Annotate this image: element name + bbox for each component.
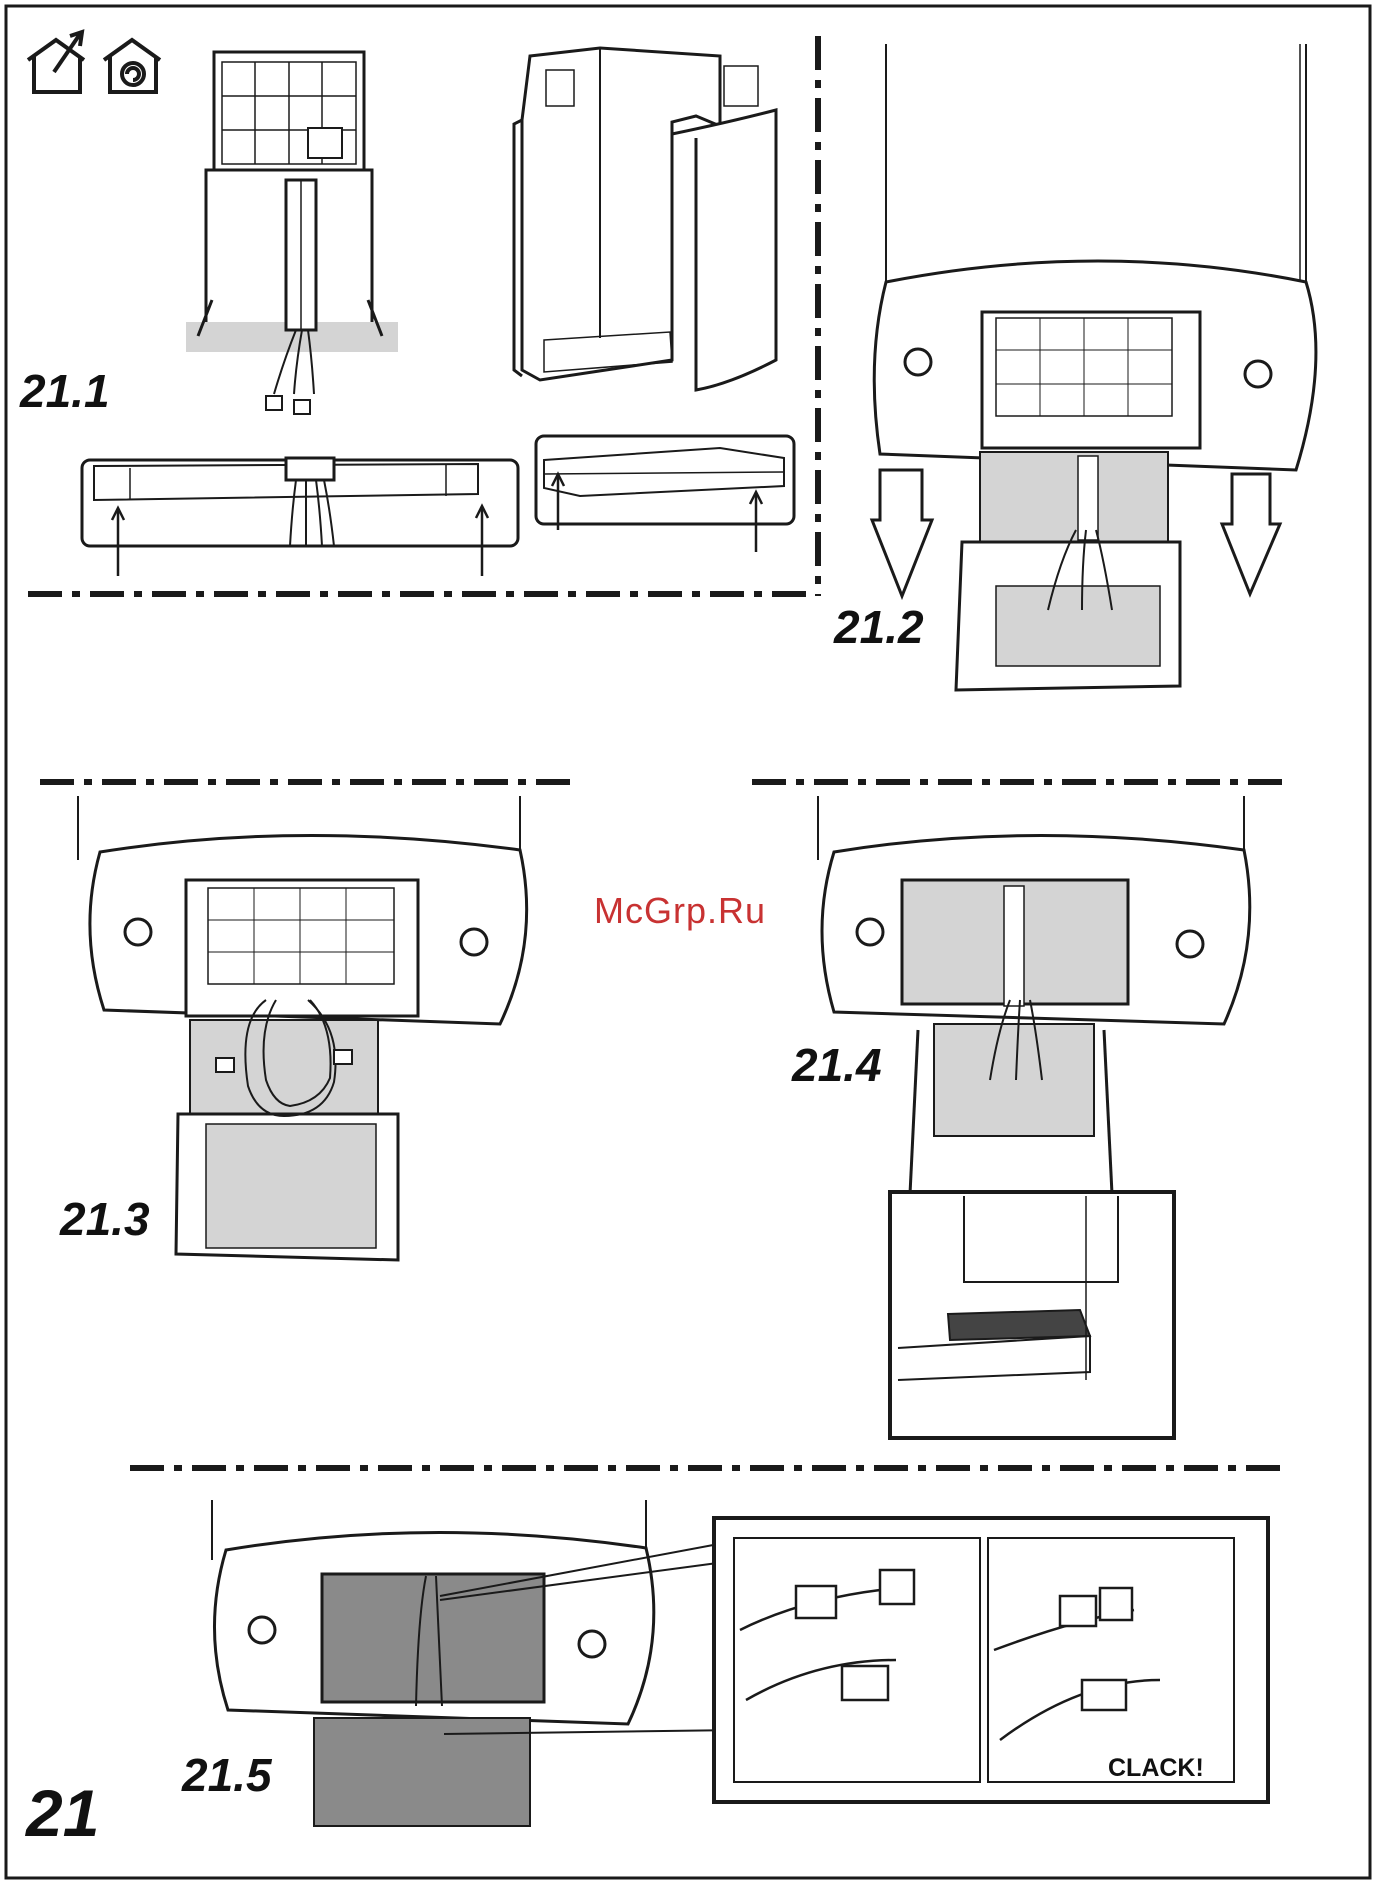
hood-lower-step-2 <box>872 44 1316 690</box>
rail-inset-left <box>82 458 518 576</box>
step-label-21-3: 21.3 <box>60 1196 150 1242</box>
rail-inset-right <box>536 436 794 552</box>
step-label-21-1: 21.1 <box>20 368 110 414</box>
hood-lower-step-4 <box>818 796 1250 1438</box>
watermark: McGrp.Ru <box>594 890 766 932</box>
hood-lower-step-3 <box>78 796 527 1260</box>
figure-number: 21 <box>26 1780 99 1846</box>
step-label-21-2: 21.2 <box>834 604 924 650</box>
house-exhaust-icon <box>28 32 84 92</box>
chimney-cabinet-view <box>514 48 776 390</box>
step-label-21-5: 21.5 <box>182 1752 272 1798</box>
hood-tall-view <box>186 52 398 414</box>
recirculation-icon <box>104 40 160 92</box>
arrow-down-icon <box>1222 474 1280 594</box>
arrow-down-icon <box>872 470 932 596</box>
connector-click-callout: CLACK! <box>1108 1754 1204 1783</box>
step-label-21-4: 21.4 <box>792 1042 882 1088</box>
